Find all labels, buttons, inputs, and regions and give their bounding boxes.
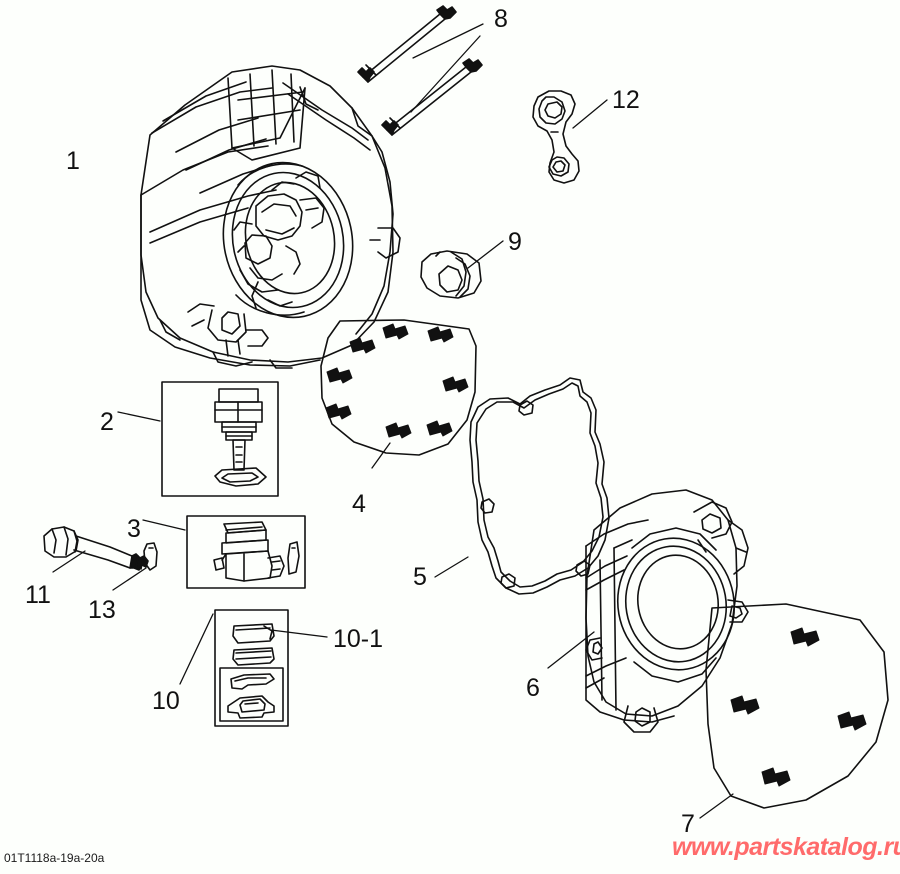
callout-8: 8 xyxy=(494,5,508,33)
oil-dipstick xyxy=(117,381,279,497)
callout-1: 1 xyxy=(66,147,80,175)
crankcase-gasket xyxy=(434,377,610,595)
screw-set-lower xyxy=(699,603,889,819)
callout-2: 2 xyxy=(100,408,114,436)
woodruff-key xyxy=(112,542,158,591)
callout-10: 10 xyxy=(152,687,180,715)
callout-13: 13 xyxy=(88,596,116,624)
callout-5: 5 xyxy=(413,563,427,591)
screw-set-upper xyxy=(320,319,477,469)
site-watermark: www.partskatalog.ru xyxy=(672,833,900,861)
callout-4: 4 xyxy=(352,490,366,518)
crankcase-half-assembly xyxy=(140,65,401,369)
dowel-sleeve xyxy=(420,240,504,299)
long-through-bolts xyxy=(357,5,484,136)
sheet-id-label: 01T1118a-19a-20a xyxy=(4,851,105,865)
oil-drain-valve xyxy=(142,515,306,589)
hex-flange-bolt xyxy=(43,526,149,573)
callout-6: 6 xyxy=(526,674,540,702)
callout-9: 9 xyxy=(508,228,522,256)
magneto-cover xyxy=(547,489,749,733)
callout-10-1: 10-1 xyxy=(333,625,384,653)
callout-11: 11 xyxy=(25,581,51,609)
seal-kit-item xyxy=(232,623,275,644)
seal-kit-box xyxy=(179,609,328,727)
callout-3: 3 xyxy=(127,515,141,543)
lifting-bracket xyxy=(532,90,608,184)
callout-7: 7 xyxy=(681,810,695,838)
callout-12: 12 xyxy=(612,86,640,114)
